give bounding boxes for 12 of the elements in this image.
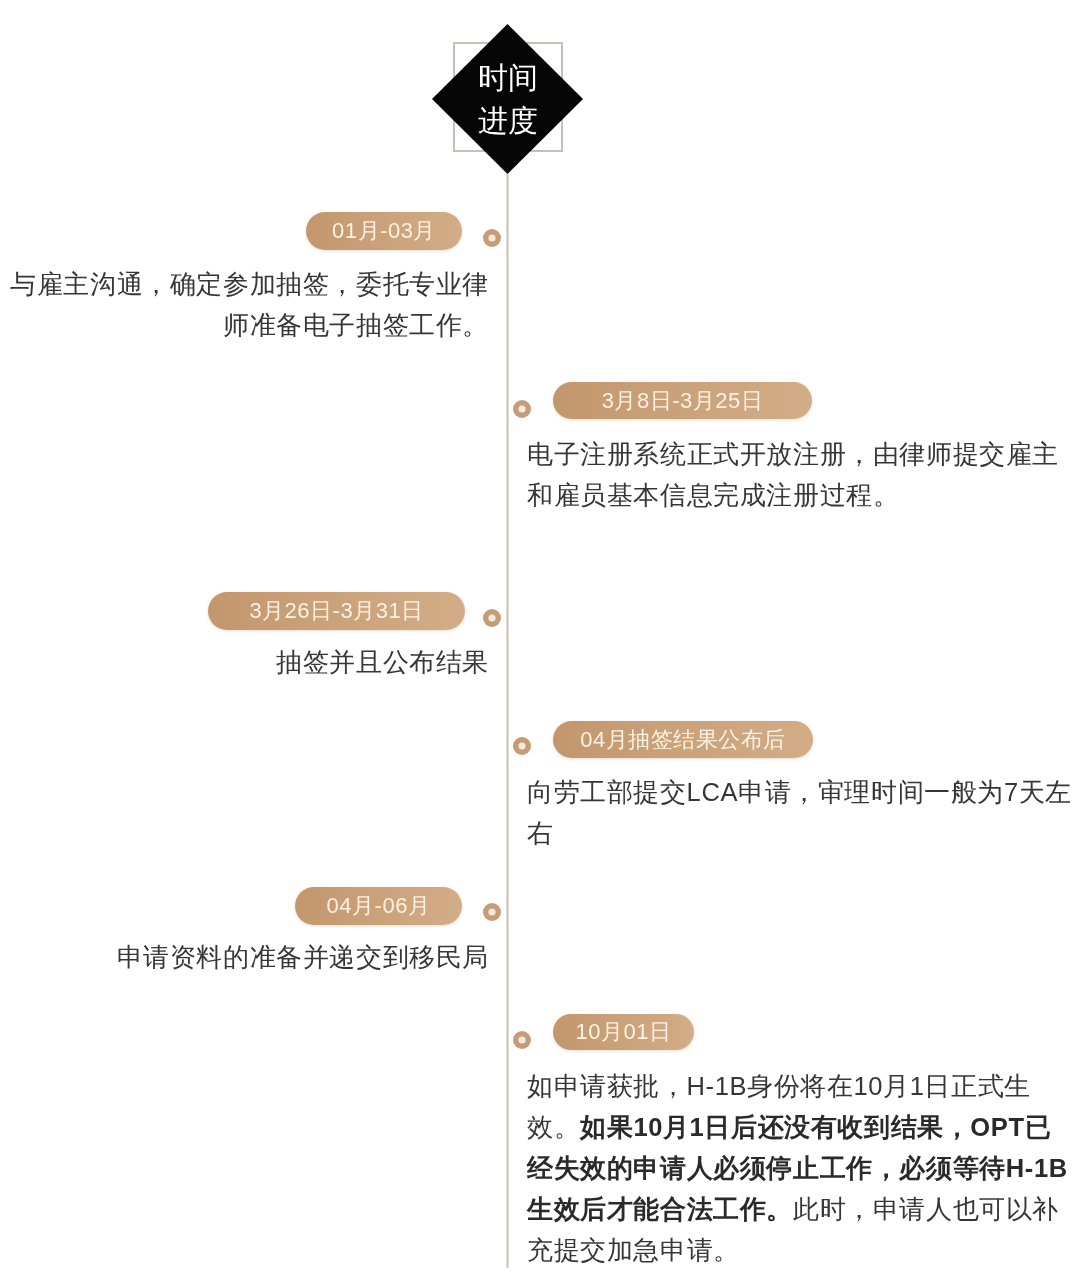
date-tag: 3月8日-3月25日: [553, 382, 812, 419]
date-tag: 04月抽签结果公布后: [553, 721, 813, 758]
description-text: 申请资料的准备并递交到移民局: [115, 942, 489, 973]
date-tag: 04月-06月: [295, 887, 462, 925]
date-tag: 01月-03月: [306, 212, 462, 250]
description-text: 向劳工部提交LCA申请，审理时间一般为7天左右: [527, 777, 1072, 849]
description-text: 与雇主沟通，确定参加抽签，委托专业律师准备电子抽签工作。: [9, 269, 489, 341]
date-tag: 3月26日-3月31日: [208, 592, 465, 630]
description-text: 如申请获批，H-1B身份将在10月1日正式生效。如果10月1日后还没有收到结果，OPT已经失效的申请人必须停止工作，必须等待H-1B生效后才能合法工作。此时，申请人也可以补充提交加急申请。: [527, 1071, 1069, 1266]
description-text: 电子注册系统正式开放注册，由律师提交雇主和雇员基本信息完成注册过程。: [527, 439, 1060, 511]
description-text: 抽签并且公布结果: [275, 647, 489, 678]
date-tag: 10月01日: [553, 1014, 694, 1050]
